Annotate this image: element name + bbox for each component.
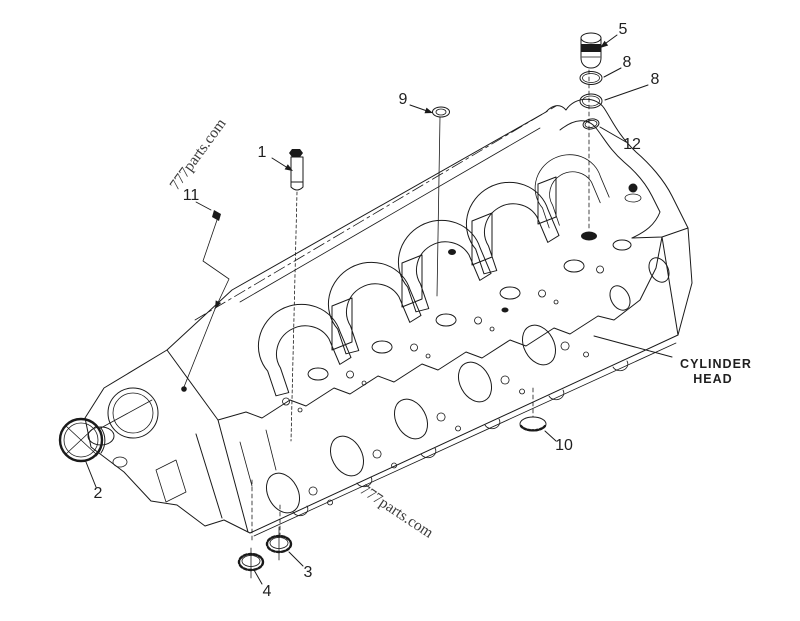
callout-12-leader <box>599 126 627 143</box>
part-seal-ring-3 <box>265 504 293 561</box>
head-silhouette <box>84 98 693 534</box>
callout-3-leader <box>288 551 304 567</box>
callout-leaders <box>85 34 673 585</box>
callout-2-label: 2 <box>94 485 103 502</box>
callout-8a-leader <box>603 67 622 78</box>
outlet-casting <box>559 120 661 239</box>
callout-10-leader <box>544 430 557 442</box>
callout-3-label: 3 <box>304 564 313 581</box>
part-oring-upper-8 <box>579 71 603 85</box>
watermark-bottom-center: 777parts.com <box>357 481 436 542</box>
callout-2-leader <box>85 461 97 488</box>
deck-holes <box>282 239 632 413</box>
cylinder-head-leader <box>593 335 673 358</box>
callout-4-label: 4 <box>263 583 272 600</box>
callout-4-leader <box>253 569 263 585</box>
callout-11-label: 11 <box>183 187 200 204</box>
cylinder-head-label-line2: HEAD <box>693 372 732 386</box>
part-seal-ring-4 <box>237 479 265 579</box>
callout-8b-label: 8 <box>651 71 660 88</box>
callout-8b-leader <box>604 84 649 101</box>
callout-12-label: 12 <box>623 136 641 153</box>
cap-bore <box>581 231 597 241</box>
part-plug-10 <box>519 387 547 432</box>
part-dowel-11 <box>181 201 230 392</box>
callout-8a-label: 8 <box>623 54 632 71</box>
callout-9-label: 9 <box>399 91 408 108</box>
watermark-top-left: 777parts.com <box>166 115 229 193</box>
callout-5-label: 5 <box>619 21 628 38</box>
outlet-bolt <box>628 183 638 193</box>
part-oring-lower-8 <box>579 93 603 109</box>
part-filler-cap-5 <box>580 32 602 69</box>
part-plug-9 <box>432 106 450 297</box>
left-end-face <box>87 349 223 519</box>
part-stud-1 <box>289 149 304 442</box>
cylinder-head-label-line1: CYLINDER <box>680 357 752 371</box>
callout-labels: 1 2 3 4 5 8 8 9 10 11 12 <box>94 21 660 600</box>
deck-front-edge <box>217 236 663 421</box>
right-face-ports <box>609 257 670 311</box>
callout-10-label: 10 <box>555 437 573 454</box>
part-cup-plug-2 <box>58 399 153 463</box>
part-washer-12 <box>582 118 600 130</box>
cylinder-head-body <box>84 98 693 537</box>
rocker-arches <box>257 154 610 397</box>
front-face-ports <box>239 324 589 514</box>
callout-1-label: 1 <box>258 144 267 161</box>
cylinder-head-label: CYLINDER HEAD <box>680 357 752 386</box>
